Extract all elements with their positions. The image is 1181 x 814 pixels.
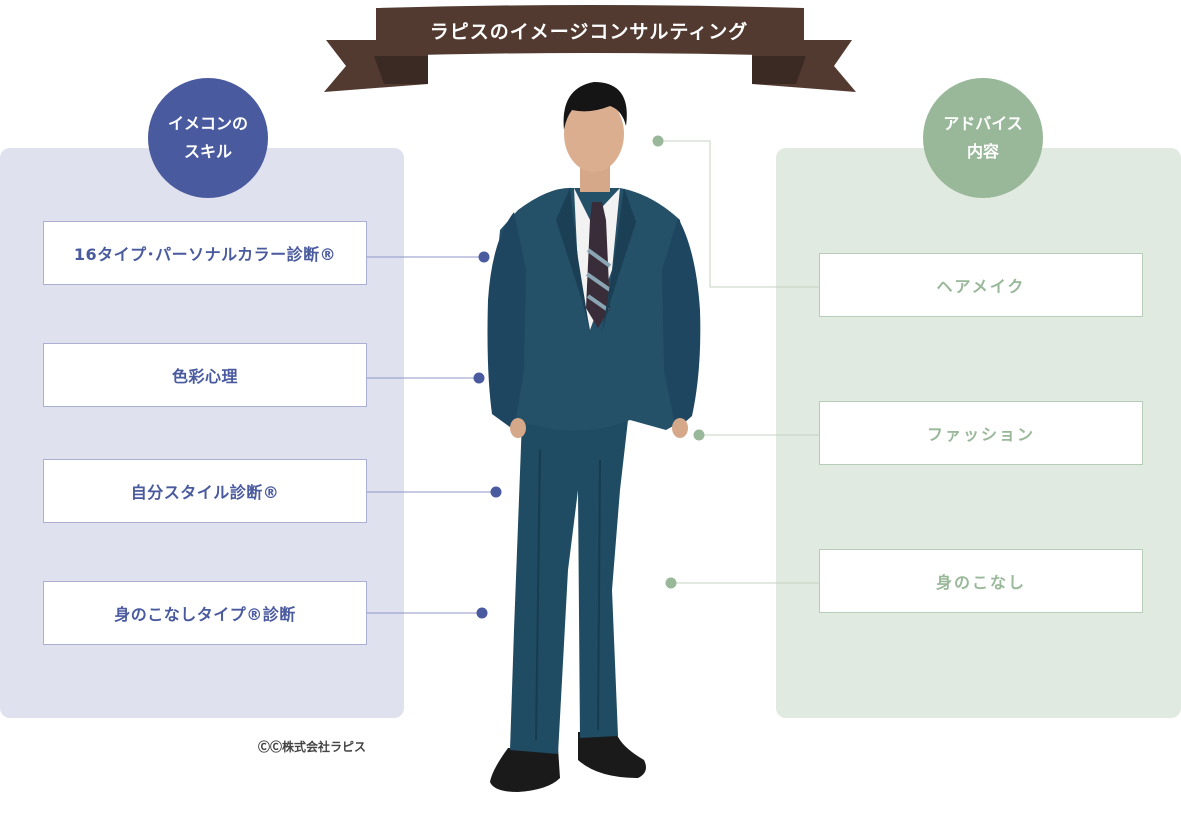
ribbon-banner <box>324 5 856 92</box>
right-shoe <box>578 732 646 778</box>
ribbon-band <box>376 5 804 56</box>
skills-heading-circle: イメコンの スキル <box>148 78 268 198</box>
tie-stripe <box>585 248 612 312</box>
advice-heading-circle: アドバイス 内容 <box>923 78 1043 198</box>
skill-box-style-diagnosis: 自分スタイル診断® <box>43 459 367 523</box>
right-hand <box>672 418 688 438</box>
copyright-text: ⒸⒸ株式会社ラピス <box>258 740 367 754</box>
trouser-crease <box>535 449 601 741</box>
ribbon-left-fold <box>374 56 428 84</box>
trousers <box>510 420 628 754</box>
skill-box-posture-diagnosis: 身のこなしタイプ®診断 <box>43 581 367 645</box>
advice-box-fashion: ファッション <box>819 401 1143 465</box>
left-shoe <box>490 748 560 792</box>
banner-title: ラピスのイメージコンサルティング <box>429 21 749 43</box>
face <box>564 96 624 172</box>
lapel-left <box>556 188 590 332</box>
lapel-right <box>602 188 636 332</box>
advice-box-posture: 身のこなし <box>819 549 1143 613</box>
skill-box-color-psychology: 色彩心理 <box>43 343 367 407</box>
hair <box>563 82 627 130</box>
left-hand <box>510 418 526 438</box>
skill-box-personal-color: 16タイプ･パーソナルカラー診断® <box>43 221 367 285</box>
left-sleeve <box>487 212 526 430</box>
model-photo <box>487 82 701 792</box>
ribbon-right-fold <box>752 56 806 84</box>
right-sleeve <box>662 218 701 430</box>
advice-box-hair-makeup: ヘアメイク <box>819 253 1143 317</box>
